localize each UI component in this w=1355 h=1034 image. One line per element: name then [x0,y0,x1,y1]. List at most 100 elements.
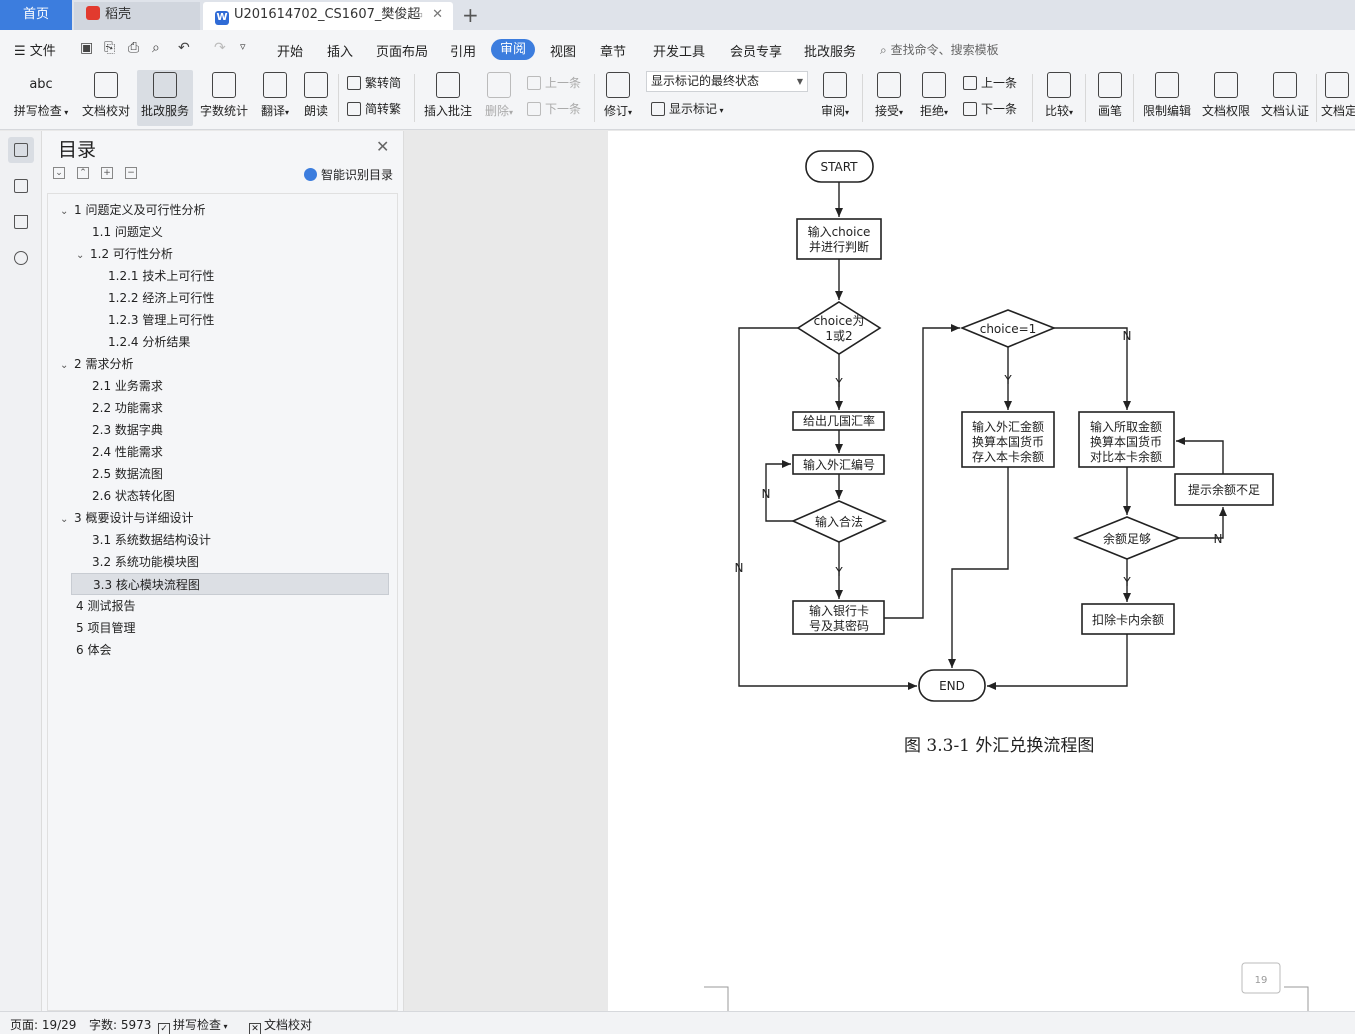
delete-comment-button[interactable]: 删除▾ [480,70,518,126]
trad-to-simp-label: 繁转简 [365,76,402,90]
save-icon[interactable]: ▣ [80,40,94,56]
print-icon[interactable]: ⎙ [128,40,140,56]
toc-item[interactable]: 6 体会 [48,639,388,661]
toc-panel-icon[interactable] [8,137,34,163]
translate-button[interactable]: 翻译▾ [255,70,295,126]
tab-pin-icon[interactable]: ▭ [412,8,423,21]
menu-bar: ☰ 文件 ▣ ⎘ ⎙ ⌕ ↶ ↷ ▿ 开始 插入 页面布局 引用 审阅 视图 章… [0,30,1355,68]
toc-item[interactable]: 3.1 系统数据结构设计 [48,529,388,551]
toc-item[interactable]: ⌄1.2 可行性分析 [48,243,388,265]
expand-up-icon[interactable]: ⌃ [77,167,89,179]
toc-item[interactable]: ⌄3 概要设计与详细设计 [48,507,388,529]
smart-toc-button[interactable]: 智能识别目录 [304,166,393,183]
show-markup-button[interactable]: 显示标记 ▾ [651,100,724,117]
track-changes-button[interactable]: 修订▾ [600,70,636,126]
page-indicator[interactable]: 页面: 19/29 [10,1018,77,1032]
file-menu[interactable]: ☰ 文件 [14,40,56,59]
toc-item[interactable]: 1.2.3 管理上可行性 [48,309,388,331]
menu-references[interactable]: 引用 [450,45,477,60]
toc-item[interactable]: 1.2.4 分析结果 [48,331,388,353]
restrict-editing-button[interactable]: 限制编辑 [1140,70,1194,126]
toc-item[interactable]: 4 测试报告 [48,595,388,617]
menu-insert[interactable]: 插入 [327,45,354,60]
accept-button[interactable]: 接受▾ [870,70,908,126]
menu-page-layout[interactable]: 页面布局 [376,45,429,60]
print-preview-icon[interactable]: ⌕ [152,40,160,56]
add-level-icon[interactable]: + [101,167,113,179]
document-certify-button[interactable]: 文档认证 [1258,70,1312,126]
trad-to-simp-button[interactable]: 繁转简 [347,74,401,91]
find-icon[interactable] [8,245,34,271]
menu-chapter[interactable]: 章节 [600,45,627,60]
menu-start[interactable]: 开始 [277,45,304,60]
bookmark-icon[interactable] [8,209,34,235]
document-permission-button[interactable]: 文档权限 [1199,70,1253,126]
prev-change-label: 上一条 [981,76,1018,90]
chevron-down-icon[interactable]: ⌄ [60,360,69,371]
chevron-down-icon[interactable]: ⌄ [60,514,69,525]
prev-comment-button[interactable]: 上一条 [527,74,581,91]
reject-button[interactable]: 拒绝▾ [915,70,953,126]
chapter-nav-icon[interactable] [8,173,34,199]
toc-item[interactable]: 3.2 系统功能模块图 [48,551,388,573]
new-tab-button[interactable]: + [462,3,479,27]
toc-item[interactable]: 5 项目管理 [48,617,388,639]
menu-developer[interactable]: 开发工具 [653,45,706,60]
review-pane-button[interactable]: 审阅▾ [815,70,855,126]
flowchart: START 输入choice 并进行判断 choice为 1或2 给出几国汇率 … [704,150,1309,1011]
word-count[interactable]: 字数: 5973 [89,1018,152,1032]
status-proofread[interactable]: ✕文档校对 [249,1016,312,1034]
status-spell-check[interactable]: ✓拼写检查 ▾ [158,1016,228,1034]
toc-item[interactable]: 3.3 核心模块流程图 [71,573,389,595]
menu-review[interactable]: 审阅 [491,39,535,60]
undo-icon[interactable]: ↶ [178,40,190,56]
collapse-all-icon[interactable]: ⌄ [53,167,65,179]
toc-item[interactable]: 1.1 问题定义 [48,221,388,243]
toc-item[interactable]: 1.2.1 技术上可行性 [48,265,388,287]
markup-state-select[interactable]: 显示标记的最终状态▼ [646,71,808,92]
toc-item[interactable]: 1.2.2 经济上可行性 [48,287,388,309]
menu-correction-service[interactable]: 批改服务 [804,45,857,60]
toc-item[interactable]: 2.2 功能需求 [48,397,388,419]
document-finalize-button[interactable]: 文档定 [1321,70,1355,126]
tab-close-icon[interactable]: ✕ [432,7,443,22]
remove-level-icon[interactable]: − [125,167,137,179]
word-count-button[interactable]: 字数统计 [196,70,252,126]
correction-service-button[interactable]: 批改服务 [137,70,193,126]
tab-home[interactable]: 首页 [0,0,72,30]
chevron-down-icon[interactable]: ⌄ [60,206,69,217]
close-icon[interactable]: ✕ [376,137,390,156]
toc-item[interactable]: ⌄1 问题定义及可行性分析 [48,199,388,221]
toc-item[interactable]: 2.6 状态转化图 [48,485,388,507]
insert-comment-button[interactable]: 插入批注 [420,70,476,126]
input-bank-label-1: 输入银行卡 [809,603,869,618]
tab-daoke[interactable]: 稻壳 [74,2,200,30]
file-menu-label: 文件 [29,44,56,59]
chevron-down-icon[interactable]: ⌄ [76,250,85,261]
next-comment-button[interactable]: 下一条 [527,100,581,117]
toc-item[interactable]: 2.4 性能需求 [48,441,388,463]
show-markup-icon [651,102,665,116]
spell-check-button[interactable]: abc 拼写检查 ▾ [10,70,72,126]
toc-item[interactable]: 2.3 数据字典 [48,419,388,441]
toc-item[interactable]: 2.5 数据流图 [48,463,388,485]
menu-member[interactable]: 会员专享 [730,45,783,60]
simp-to-trad-button[interactable]: 简转繁 [347,100,401,117]
next-change-button[interactable]: 下一条 [963,100,1017,117]
toc-item[interactable]: 2.1 业务需求 [48,375,388,397]
toc-item[interactable]: ⌄2 需求分析 [48,353,388,375]
decision-choice-node [796,301,882,355]
menu-view[interactable]: 视图 [550,45,577,60]
redo-icon[interactable]: ↷ [214,40,226,56]
compare-button[interactable]: 比较▾ [1040,70,1078,126]
proofread-button[interactable]: 文档校对 [78,70,134,126]
page-number-badge [1241,962,1281,994]
pen-button[interactable]: 画笔 [1093,70,1127,126]
customize-dropdown-icon[interactable]: ▿ [240,40,246,53]
prev-change-button[interactable]: 上一条 [963,74,1017,91]
read-aloud-button[interactable]: 朗读 [299,70,333,126]
export-pdf-icon[interactable]: ⎘ [104,40,116,56]
insert-comment-icon [436,72,460,98]
command-search[interactable]: ⌕ 查找命令、搜索模板 [880,41,999,58]
